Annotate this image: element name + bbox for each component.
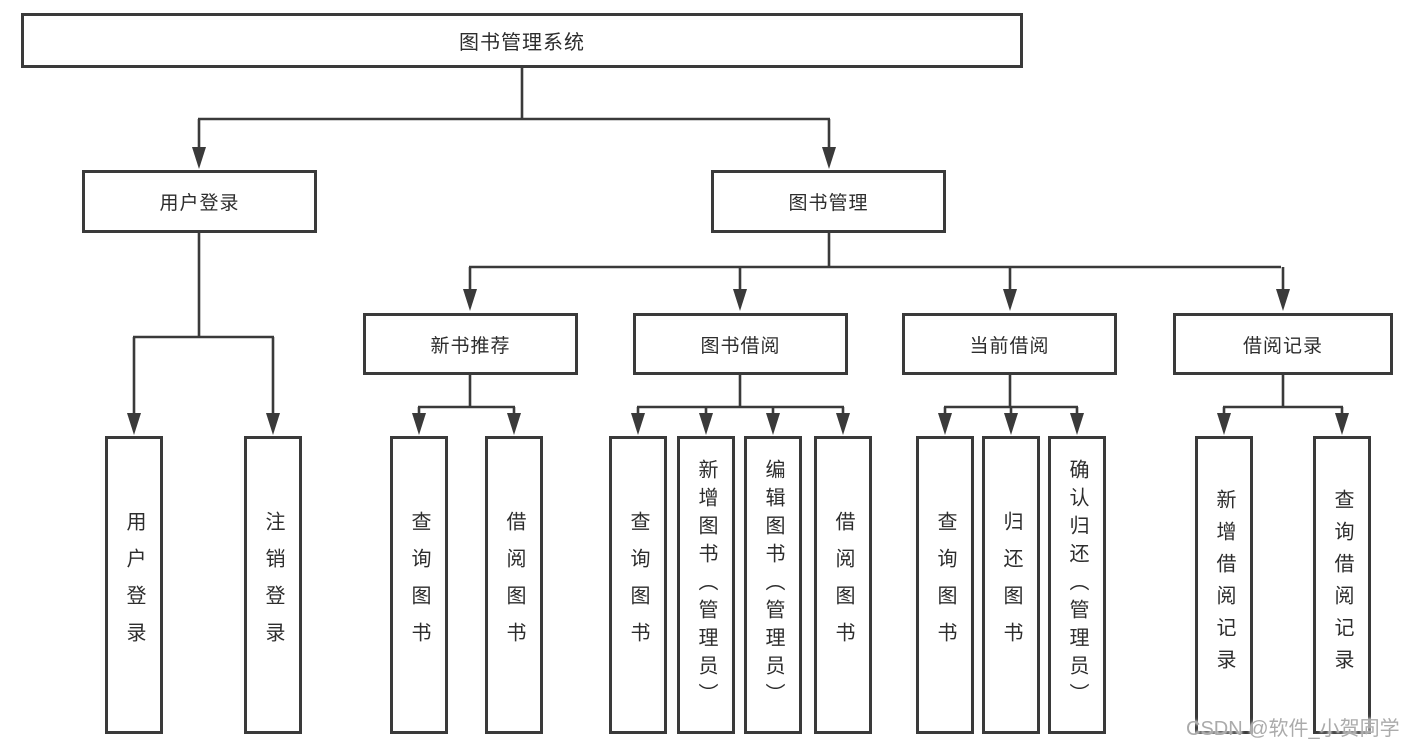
node-borrow-books-recommend: 借阅图书 <box>485 436 543 734</box>
connector-user-login-children <box>127 233 280 435</box>
node-label: 新书推荐 <box>430 335 511 357</box>
node-edit-books-admin: 编辑图书（管理员） <box>744 436 802 734</box>
node-logout-leaf: 注销登录 <box>244 436 302 734</box>
node-label: 图书管理 <box>788 193 869 214</box>
node-book-borrowing: 图书借阅 <box>633 313 848 375</box>
node-add-books-admin: 新增图书（管理员） <box>677 436 735 734</box>
node-confirm-return-admin: 确认归还（管理员） <box>1048 436 1106 734</box>
node-label: 图书借阅 <box>700 335 781 357</box>
node-book-management-system: 图书管理系统 <box>21 13 1023 68</box>
node-label: 查询图书 <box>627 511 649 659</box>
node-label: 借阅图书 <box>503 511 525 659</box>
node-label: 查询图书 <box>934 511 956 659</box>
node-label: 确认归还（管理员） <box>1066 459 1088 711</box>
node-label: 新增借阅记录 <box>1213 489 1235 681</box>
node-new-book-recommendation: 新书推荐 <box>363 313 578 375</box>
node-label: 用户登录 <box>159 193 240 214</box>
node-label: 当前借阅 <box>969 335 1050 357</box>
node-label: 图书管理系统 <box>459 32 585 54</box>
connector-root-to-level2 <box>192 68 836 169</box>
node-label: 编辑图书（管理员） <box>762 459 784 711</box>
node-query-borrow-record: 查询借阅记录 <box>1313 436 1371 734</box>
node-query-books-borrowing: 查询图书 <box>609 436 667 734</box>
node-label: 借阅记录 <box>1242 335 1323 357</box>
node-label: 用户登录 <box>123 511 145 659</box>
node-label: 查询借阅记录 <box>1331 489 1353 681</box>
node-current-borrowing: 当前借阅 <box>902 313 1117 375</box>
node-query-books-recommend: 查询图书 <box>390 436 448 734</box>
node-add-borrow-record: 新增借阅记录 <box>1195 436 1253 734</box>
csdn-watermark: CSDN @软件_小贺同学 <box>1186 718 1400 740</box>
node-borrowing-records: 借阅记录 <box>1173 313 1393 375</box>
connector-book-borrowing-children <box>631 375 850 435</box>
node-return-books: 归还图书 <box>982 436 1040 734</box>
connector-book-management-sections <box>463 233 1290 311</box>
node-label: 归还图书 <box>1000 511 1022 659</box>
connector-current-borrowing-children <box>938 375 1084 435</box>
node-user-login: 用户登录 <box>82 170 317 233</box>
node-label: 注销登录 <box>262 511 284 659</box>
connector-new-book-children <box>412 375 521 435</box>
node-label: 查询图书 <box>408 511 430 659</box>
node-book-management: 图书管理 <box>711 170 946 233</box>
node-user-login-leaf: 用户登录 <box>105 436 163 734</box>
node-query-books-current: 查询图书 <box>916 436 974 734</box>
node-label: 新增图书（管理员） <box>695 459 717 711</box>
node-label: 借阅图书 <box>832 511 854 659</box>
connector-borrow-records-children <box>1217 375 1349 435</box>
node-borrow-books-borrowing: 借阅图书 <box>814 436 872 734</box>
